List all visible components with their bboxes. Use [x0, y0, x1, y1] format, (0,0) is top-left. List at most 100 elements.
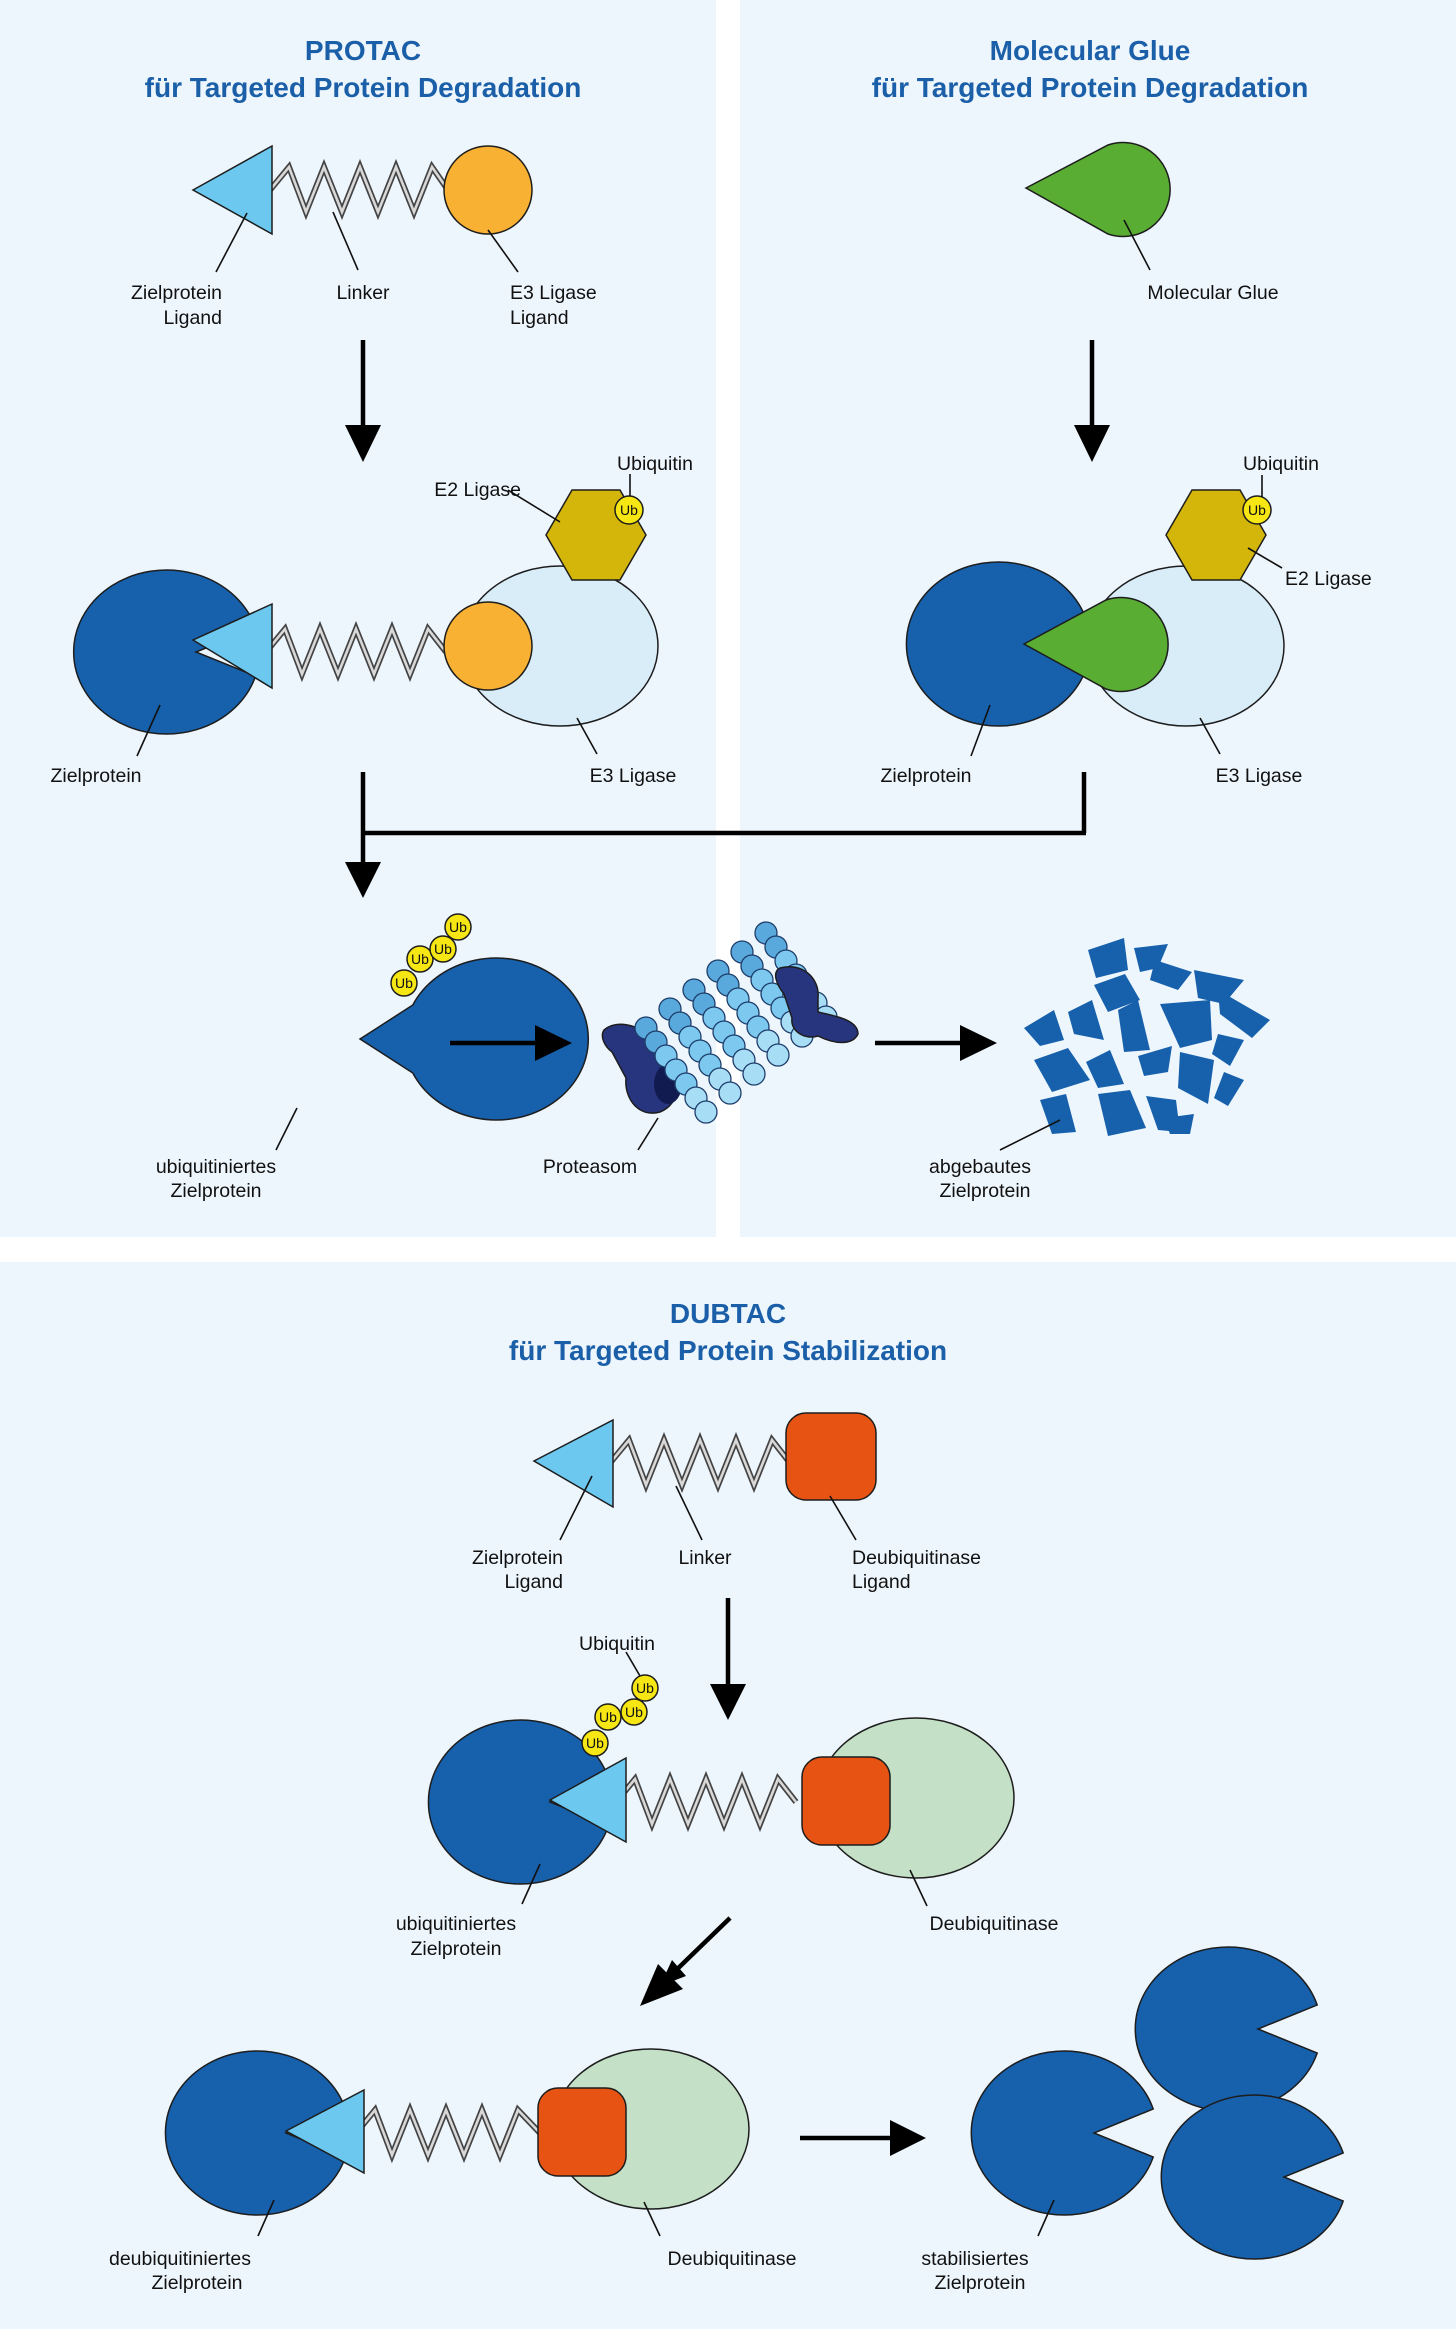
dubtac-ub-protein-label: ubiquitiniertes	[396, 1913, 517, 1935]
arrow-head	[960, 1025, 997, 1061]
ub-text: Ub	[636, 1680, 654, 1696]
ub-text: Ub	[1248, 502, 1266, 518]
arrow-head	[1074, 425, 1110, 462]
protac-ubiquitin-label: Ubiquitin	[617, 453, 693, 475]
degraded-label: abgebautes	[929, 1156, 1031, 1178]
dubtac-ternary-complex-ub: Ub Ub Ub Ub	[427, 1674, 1015, 1885]
glue-target-protein-label: Zielprotein	[880, 765, 971, 787]
ub-protein-label: ubiquitiniertes	[156, 1156, 277, 1178]
dubtac-subtitle: für Targeted Protein Stabilization	[509, 1335, 947, 1366]
dub-ligand	[537, 2087, 627, 2177]
ub-text: Ub	[449, 919, 467, 935]
target-protein	[905, 561, 1088, 727]
proteasome-subunit	[694, 1100, 718, 1124]
molecular-glue-shape	[1024, 141, 1171, 238]
arrow-head	[640, 1964, 683, 2006]
dubtac-title: DUBTAC	[670, 1298, 786, 1329]
ub-text: Ub	[625, 1704, 643, 1720]
dubtac-molecule	[532, 1412, 877, 1509]
protac-title: PROTAC	[305, 35, 421, 66]
dubtac-dub-label-2: Deubiquitinase	[667, 2248, 796, 2270]
arrow-head	[535, 1025, 572, 1061]
proteasome-subunit	[718, 1081, 742, 1105]
target-protein	[1160, 2094, 1345, 2260]
arrow-head	[345, 425, 381, 462]
ubiquitin	[406, 945, 434, 973]
glue-e2-label: E2 Ligase	[1285, 568, 1372, 590]
degraded-label-2: Zielprotein	[939, 1180, 1030, 1202]
dubtac-linker-label: Linker	[678, 1547, 732, 1569]
ubiquitin	[429, 935, 457, 963]
glue-e3-label: E3 Ligase	[1216, 765, 1303, 787]
ubiquitin	[594, 1703, 622, 1731]
target-ligand-triangle	[284, 2088, 365, 2175]
dubtac-target-ligand-label-2: Ligand	[504, 1571, 563, 1593]
dubtac-dub-ligand-label: Deubiquitinase	[852, 1547, 981, 1569]
ubiquitin	[614, 495, 644, 525]
protac-subtitle: für Targeted Protein Degradation	[145, 72, 582, 103]
target-protein	[72, 569, 257, 735]
ub-text: Ub	[620, 502, 638, 518]
proteasome	[601, 921, 859, 1124]
target-ligand-triangle	[191, 602, 273, 690]
protac-e3-ligand-label: E3 Ligase	[510, 282, 597, 304]
glue-label: Molecular Glue	[1147, 282, 1278, 304]
protac-ternary-complex: Ub	[72, 489, 659, 735]
glue-subtitle: für Targeted Protein Degradation	[872, 72, 1309, 103]
e3-ligand-circle	[443, 145, 533, 235]
ub-text: Ub	[395, 975, 413, 991]
ubiquitinated-target-protein: Ub Ub Ub Ub	[358, 913, 589, 1121]
target-protein	[358, 957, 589, 1121]
glue-ternary-complex: Ub	[905, 489, 1285, 727]
glue-ubiquitin-label: Ubiquitin	[1243, 453, 1319, 475]
molecular-glue-shape	[1022, 596, 1169, 693]
ubiquitin	[581, 1729, 609, 1757]
target-ligand-triangle	[191, 144, 273, 236]
protac-target-ligand-label-2: Ligand	[163, 307, 222, 329]
ubiquitin	[620, 1698, 648, 1726]
dubtac-ternary-complex-deub	[164, 2048, 750, 2216]
dubtac-target-ligand-label: Zielprotein	[472, 1547, 563, 1569]
stabilized-label-2: Zielprotein	[934, 2272, 1025, 2294]
target-ligand-triangle	[548, 1756, 627, 1844]
ub-protein-label-2: Zielprotein	[170, 1180, 261, 1202]
dubtac-ubiquitin-label: Ubiquitin	[579, 1633, 655, 1655]
arrow-head	[345, 862, 381, 898]
e3-ligand-circle	[443, 601, 533, 691]
dubtac-deub-protein-label: deubiquitiniertes	[109, 2248, 251, 2270]
stabilized-proteins	[970, 1946, 1345, 2260]
ub-text: Ub	[599, 1709, 617, 1725]
protac-target-protein-label: Zielprotein	[50, 765, 141, 787]
protac-e2-label: E2 Ligase	[434, 479, 521, 501]
ub-text: Ub	[411, 951, 429, 967]
protac-linker-label: Linker	[336, 282, 390, 304]
ubiquitin	[631, 1674, 659, 1702]
dubtac-ub-protein-label-2: Zielprotein	[410, 1938, 501, 1960]
target-protein	[970, 2050, 1155, 2216]
arrow-head	[710, 1684, 746, 1720]
dub-ligand	[801, 1756, 891, 1846]
e2-ligase	[1165, 489, 1267, 581]
protac-molecule	[191, 144, 533, 236]
degraded-protein-fragments	[1024, 938, 1270, 1136]
target-protein	[164, 2050, 347, 2216]
dubtac-dub-ligand-label-2: Ligand	[852, 1571, 911, 1593]
ubiquitin	[390, 969, 418, 997]
target-protein	[427, 1719, 610, 1885]
ub-text: Ub	[586, 1735, 604, 1751]
ubiquitin	[444, 913, 472, 941]
dubtac-deub-protein-label-2: Zielprotein	[151, 2272, 242, 2294]
protac-target-ligand-label: Zielprotein	[131, 282, 222, 304]
ub-text: Ub	[434, 941, 452, 957]
proteasome-label: Proteasom	[543, 1156, 637, 1178]
proteasome-cap-right	[774, 966, 859, 1044]
proteasome-subunit	[742, 1062, 766, 1086]
ubiquitin	[1242, 495, 1272, 525]
stabilized-label: stabilisiertes	[921, 2248, 1029, 2270]
target-ligand-triangle	[532, 1418, 614, 1509]
protac-e3-ligand-label-2: Ligand	[510, 307, 569, 329]
arrow-head	[890, 2120, 926, 2156]
glue-title: Molecular Glue	[990, 35, 1191, 66]
protac-e3-label: E3 Ligase	[590, 765, 677, 787]
